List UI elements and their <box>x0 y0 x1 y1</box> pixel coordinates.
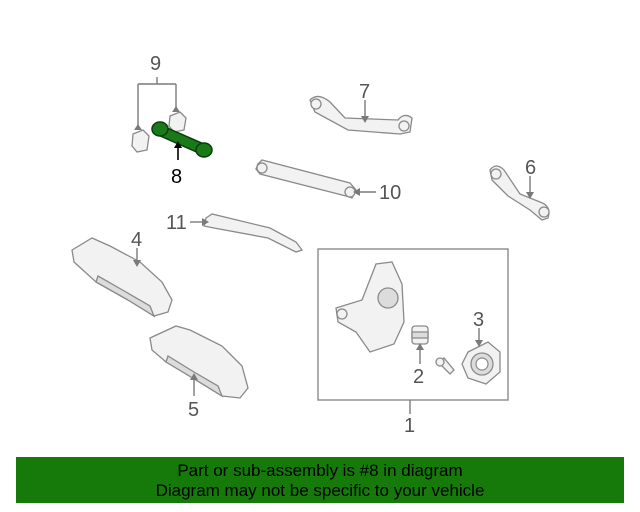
knuckle-bore <box>377 287 399 309</box>
link-10-end-a <box>256 162 268 174</box>
bolt[interactable] <box>435 357 455 375</box>
assembly-box <box>317 248 509 401</box>
part-3-hub[interactable] <box>461 328 501 385</box>
callout-9-leader <box>137 77 177 130</box>
part-8-control-arm[interactable] <box>151 121 213 160</box>
part-10-lateral-link[interactable] <box>255 159 376 199</box>
callout-9: 9 <box>150 53 161 75</box>
bushing-left[interactable] <box>131 129 150 153</box>
callout-2: 2 <box>413 366 424 388</box>
part-2-bushing[interactable] <box>411 325 429 364</box>
brace-11-body <box>203 213 304 253</box>
callout-6: 6 <box>525 157 536 179</box>
footer-banner: Part or sub-assembly is #8 in diagram Di… <box>16 457 624 503</box>
callout-11-arrow <box>202 218 209 226</box>
callout-4-arrow <box>133 260 141 267</box>
callout-3-arrow <box>475 340 483 347</box>
callout-9-arrow-left <box>134 124 142 130</box>
knuckle-body <box>335 261 405 353</box>
bushing-right[interactable] <box>168 111 187 133</box>
callout-10-arrow <box>353 188 360 196</box>
arm-6-bushing-a <box>490 168 502 180</box>
arm-7-bushing-a <box>310 98 322 110</box>
arm-7-body <box>309 95 413 135</box>
bolt-head <box>435 357 445 367</box>
callout-8-arrow <box>174 141 182 148</box>
hub-3-center <box>475 357 489 371</box>
shield-4-body <box>71 237 173 317</box>
callout-7: 7 <box>359 81 370 103</box>
part-11-brace[interactable] <box>190 213 304 253</box>
callout-6-arrow <box>526 192 534 199</box>
callout-9-arrow-right <box>172 106 180 112</box>
part-6-arm[interactable] <box>489 165 550 221</box>
part-1-knuckle-assembly[interactable] <box>317 248 509 414</box>
part-9-bushings[interactable] <box>131 77 187 153</box>
callout-8: 8 <box>171 166 182 188</box>
footer-line-1: Part or sub-assembly is #8 in diagram <box>177 461 463 480</box>
callout-11: 11 <box>166 212 187 234</box>
knuckle-eye <box>336 308 348 320</box>
callout-4: 4 <box>131 229 142 251</box>
part-4-shield[interactable] <box>71 237 173 318</box>
part-7-upper-arm[interactable] <box>309 95 413 135</box>
arm-8-end-left <box>151 121 169 137</box>
callout-7-arrow <box>361 116 369 123</box>
arm-6-bushing-b <box>538 206 550 218</box>
arm-6-body <box>489 165 550 221</box>
part-5-shield[interactable] <box>149 325 249 399</box>
link-10-body <box>255 159 357 199</box>
callout-2-arrow <box>416 343 424 350</box>
footer-line-2: Diagram may not be specific to your vehi… <box>155 481 485 500</box>
shield-4-lip <box>95 275 156 318</box>
arm-8-end-right <box>195 142 213 158</box>
callout-3: 3 <box>473 309 484 331</box>
callout-1: 1 <box>404 415 415 437</box>
bushing-2-band <box>411 331 429 339</box>
callout-5: 5 <box>188 399 199 421</box>
callout-5-arrow <box>190 373 198 380</box>
arm-7-bushing-b <box>398 120 410 132</box>
callout-10: 10 <box>379 182 401 204</box>
shield-5-body <box>149 325 249 399</box>
